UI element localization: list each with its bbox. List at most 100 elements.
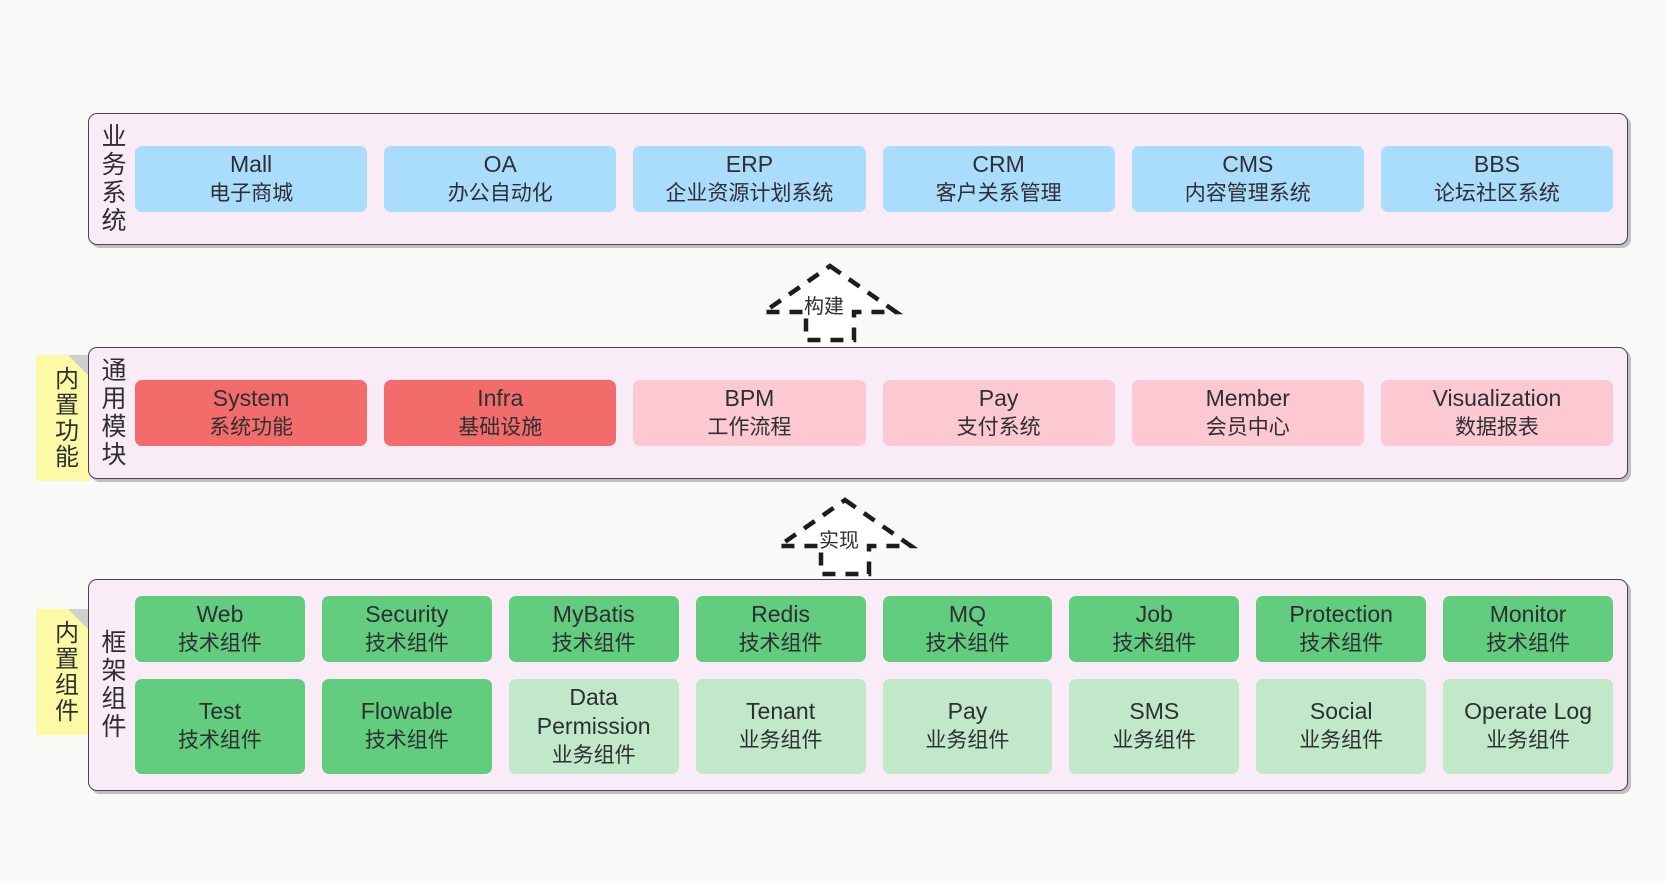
card-subtitle: 论坛社区系统 [1433, 182, 1560, 206]
layer-common-modules-body: System 系统功能 Infra 基础设施 BPM 工作流程 Pay 支付系统… [135, 348, 1627, 478]
framework-card-redis[interactable]: Redis 技术组件 [695, 596, 866, 662]
card-title: Pay [947, 698, 988, 725]
card-subtitle: 企业资源计划系统 [665, 182, 834, 206]
card-title: ERP [725, 151, 774, 178]
layer-business-system-row: Mall 电子商城 OA 办公自动化 ERP 企业资源计划系统 CRM 客户关系… [135, 146, 1614, 212]
framework-card-monitor[interactable]: Monitor 技术组件 [1443, 596, 1613, 662]
arrow-build: 构建 [756, 262, 904, 344]
card-subtitle: 业务组件 [1112, 729, 1197, 753]
layer-business-system-body: Mall 电子商城 OA 办公自动化 ERP 企业资源计划系统 CRM 客户关系… [135, 114, 1627, 244]
arrow-implement-label: 实现 [819, 530, 859, 552]
card-subtitle: 业务组件 [738, 729, 823, 753]
card-subtitle: 业务组件 [1486, 729, 1571, 753]
card-title: Infra [477, 385, 524, 412]
framework-card-pay[interactable]: Pay 业务组件 [882, 678, 1053, 774]
card-subtitle: 技术组件 [551, 632, 636, 656]
card-title: BPM [724, 385, 775, 412]
card-subtitle: 工作流程 [707, 416, 792, 440]
card-title: SMS [1129, 698, 1180, 725]
card-title: Mall [230, 151, 273, 178]
framework-card-mq[interactable]: MQ 技术组件 [882, 596, 1053, 662]
framework-card-job[interactable]: Job 技术组件 [1069, 596, 1240, 662]
arrow-build-label: 构建 [804, 296, 844, 318]
layer-business-system: 业务系统 Mall 电子商城 OA 办公自动化 ERP 企业资源计划系统 CRM… [88, 113, 1628, 245]
card-subtitle: 支付系统 [956, 416, 1041, 440]
framework-card-mybatis[interactable]: MyBatis 技术组件 [508, 596, 679, 662]
business-card-mall[interactable]: Mall 电子商城 [135, 146, 368, 212]
module-card-system[interactable]: System 系统功能 [135, 380, 368, 446]
arrow-implement: 实现 [771, 496, 919, 578]
card-subtitle: 技术组件 [1486, 632, 1571, 656]
business-card-bbs[interactable]: BBS 论坛社区系统 [1380, 146, 1614, 212]
framework-card-protection[interactable]: Protection 技术组件 [1256, 596, 1427, 662]
module-card-bpm[interactable]: BPM 工作流程 [633, 380, 866, 446]
layer-common-modules-row: System 系统功能 Infra 基础设施 BPM 工作流程 Pay 支付系统… [135, 380, 1614, 446]
framework-card-security[interactable]: Security 技术组件 [321, 596, 492, 662]
note-builtin-function-label: 内置功能 [50, 366, 78, 470]
card-subtitle: 技术组件 [738, 632, 823, 656]
card-subtitle: 业务组件 [551, 744, 636, 768]
card-title: MyBatis [552, 601, 635, 628]
card-title: Redis [751, 601, 810, 628]
business-card-erp[interactable]: ERP 企业资源计划系统 [633, 146, 866, 212]
layer-common-modules-label: 通用模块 [98, 357, 126, 469]
framework-card-data-permission[interactable]: Data Permission 业务组件 [508, 678, 679, 774]
card-subtitle: 技术组件 [177, 632, 262, 656]
note-builtin-component: 内置组件 [36, 609, 90, 735]
framework-card-web[interactable]: Web 技术组件 [135, 596, 305, 662]
card-subtitle: 系统功能 [209, 416, 294, 440]
framework-card-operate-log[interactable]: Operate Log 业务组件 [1443, 678, 1613, 774]
note-fold-corner-icon [68, 355, 90, 377]
arrow-build-glyph [756, 263, 904, 343]
module-card-visualization[interactable]: Visualization 数据报表 [1380, 380, 1614, 446]
card-title: Web [196, 601, 244, 628]
card-title: MQ [948, 601, 986, 628]
module-card-infra[interactable]: Infra 基础设施 [384, 380, 617, 446]
card-title: Flowable [360, 698, 453, 725]
framework-tech-row: Web 技术组件 Security 技术组件 MyBatis 技术组件 Redi… [135, 596, 1613, 662]
card-subtitle: 业务组件 [925, 729, 1010, 753]
card-title: Monitor [1489, 601, 1567, 628]
card-title: Data Permission [536, 683, 651, 740]
layer-business-system-label: 业务系统 [98, 123, 126, 235]
framework-card-test[interactable]: Test 技术组件 [135, 678, 305, 774]
card-title: OA [483, 151, 517, 178]
card-subtitle: 技术组件 [364, 632, 449, 656]
card-title: Tenant [746, 698, 816, 725]
module-card-pay[interactable]: Pay 支付系统 [882, 380, 1115, 446]
business-card-oa[interactable]: OA 办公自动化 [384, 146, 617, 212]
framework-card-social[interactable]: Social 业务组件 [1256, 678, 1427, 774]
business-card-crm[interactable]: CRM 客户关系管理 [882, 146, 1115, 212]
card-title: Job [1135, 601, 1173, 628]
business-card-cms[interactable]: CMS 内容管理系统 [1131, 146, 1364, 212]
card-subtitle: 内容管理系统 [1184, 182, 1311, 206]
card-title: Test [198, 698, 242, 725]
card-title: System [212, 385, 290, 412]
card-subtitle: 数据报表 [1454, 416, 1539, 440]
card-title: Security [365, 601, 449, 628]
card-subtitle: 业务组件 [1299, 729, 1384, 753]
framework-card-flowable[interactable]: Flowable 技术组件 [321, 678, 492, 774]
layer-framework-components: 框架组件 Web 技术组件 Security 技术组件 MyBatis 技术组件… [88, 579, 1628, 791]
arrow-implement-glyph [771, 497, 919, 577]
card-subtitle: 会员中心 [1205, 416, 1290, 440]
card-subtitle: 办公自动化 [447, 182, 553, 206]
card-subtitle: 技术组件 [925, 632, 1010, 656]
layer-framework-components-body: Web 技术组件 Security 技术组件 MyBatis 技术组件 Redi… [135, 580, 1627, 790]
layer-framework-components-label: 框架组件 [98, 629, 126, 741]
card-subtitle: 电子商城 [209, 182, 294, 206]
card-title: Social [1309, 698, 1373, 725]
card-title: Member [1205, 385, 1290, 412]
card-subtitle: 客户关系管理 [935, 182, 1062, 206]
framework-card-sms[interactable]: SMS 业务组件 [1069, 678, 1240, 774]
layer-common-modules: 通用模块 System 系统功能 Infra 基础设施 BPM 工作流程 Pay… [88, 347, 1628, 479]
note-builtin-component-label: 内置组件 [50, 620, 78, 724]
framework-card-tenant[interactable]: Tenant 业务组件 [695, 678, 866, 774]
card-subtitle: 技术组件 [1112, 632, 1197, 656]
card-title: BBS [1473, 151, 1520, 178]
module-card-member[interactable]: Member 会员中心 [1131, 380, 1364, 446]
note-fold-corner-icon [68, 609, 90, 631]
card-subtitle: 基础设施 [458, 416, 543, 440]
note-builtin-function: 内置功能 [36, 355, 90, 481]
